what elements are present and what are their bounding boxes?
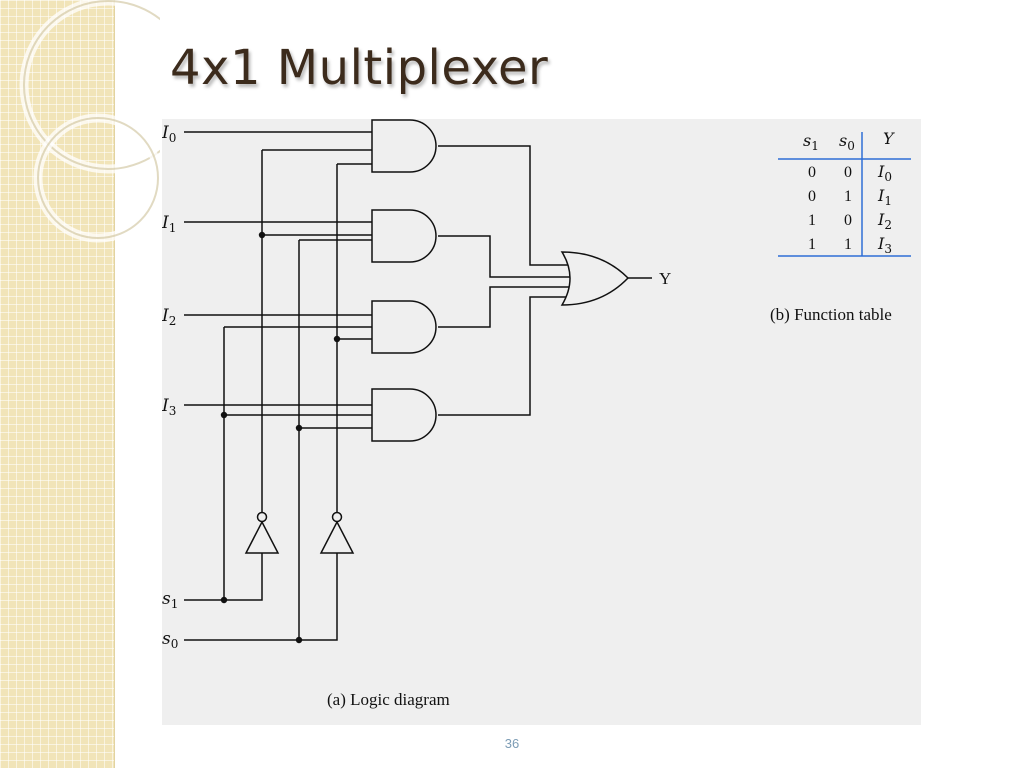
and-gate-2 — [371, 300, 437, 354]
label-s0: s0 — [162, 629, 178, 651]
table-cell-y: I2 — [877, 210, 892, 232]
table-cell-y: I1 — [877, 186, 892, 208]
table-cell-s0: 0 — [844, 164, 852, 181]
decorative-ring-edge — [23, 0, 160, 170]
figure-panel: I0 I1 I2 I3 s1 s0 Y (a) Logic diagram s1… — [162, 119, 921, 725]
inverter-s1 — [244, 520, 280, 554]
decorative-rings — [19, 0, 160, 243]
table-cell-s1: 0 — [808, 188, 816, 205]
table-cell-s0: 1 — [844, 188, 852, 205]
table-row: 0 1 I1 — [808, 186, 892, 208]
slide-title: 4x1 Multiplexer — [170, 40, 549, 96]
label-i1: I1 — [162, 213, 176, 235]
wire-and1-out — [438, 235, 576, 278]
junction-dot — [220, 411, 228, 419]
inverters — [244, 511, 355, 554]
label-s1: s1 — [162, 589, 178, 611]
table-header-y: Y — [883, 129, 895, 148]
label-output-y: Y — [659, 269, 671, 288]
table-cell-y: I3 — [877, 234, 892, 256]
inverter-s1-bubble — [256, 511, 268, 523]
or-gate — [560, 251, 630, 306]
and-gate-3 — [371, 388, 437, 442]
wire-and3-out — [438, 296, 572, 416]
wire-and0-out — [438, 145, 572, 266]
and-gates — [371, 119, 437, 442]
and-gate-0 — [371, 119, 437, 173]
label-i0: I0 — [162, 123, 176, 145]
junction-dot — [333, 335, 341, 343]
wire-s0-input — [184, 553, 338, 641]
label-i2: I2 — [162, 306, 176, 328]
wires — [184, 131, 652, 641]
inverter-s0 — [319, 520, 355, 554]
table-row: 0 0 I0 — [808, 162, 892, 184]
table-header-s1: s1 — [803, 131, 819, 153]
function-table: s1 s0 Y 0 0 I0 0 1 I1 1 0 I2 1 — [770, 129, 911, 324]
inverter-s0-bubble — [331, 511, 343, 523]
table-header-s0: s0 — [839, 131, 855, 153]
table-row: 1 1 I3 — [808, 234, 892, 256]
table-cell-s1: 0 — [808, 164, 816, 181]
table-cell-s1: 1 — [808, 212, 816, 229]
page-number: 36 — [504, 736, 520, 751]
mux-figure: I0 I1 I2 I3 s1 s0 Y (a) Logic diagram s1… — [162, 119, 911, 709]
table-cell-s1: 1 — [808, 236, 816, 253]
table-cell-y: I0 — [877, 162, 892, 184]
table-cell-s0: 0 — [844, 212, 852, 229]
junction-dot — [220, 596, 228, 604]
caption-function-table: (b) Function table — [770, 305, 892, 324]
table-cell-s0: 1 — [844, 236, 852, 253]
wire-and2-out — [438, 286, 576, 328]
and-gate-1 — [371, 209, 437, 263]
caption-logic-diagram: (a) Logic diagram — [327, 690, 450, 709]
label-i3: I3 — [162, 396, 176, 418]
junction-dot — [258, 231, 266, 239]
decorative-side-strip — [0, 0, 115, 768]
junction-dot — [295, 424, 303, 432]
decorative-ring-edge — [37, 117, 159, 239]
table-row: 1 0 I2 — [808, 210, 892, 232]
junction-dots — [220, 231, 341, 644]
junction-dot — [295, 636, 303, 644]
wire-s1-input — [184, 553, 263, 601]
